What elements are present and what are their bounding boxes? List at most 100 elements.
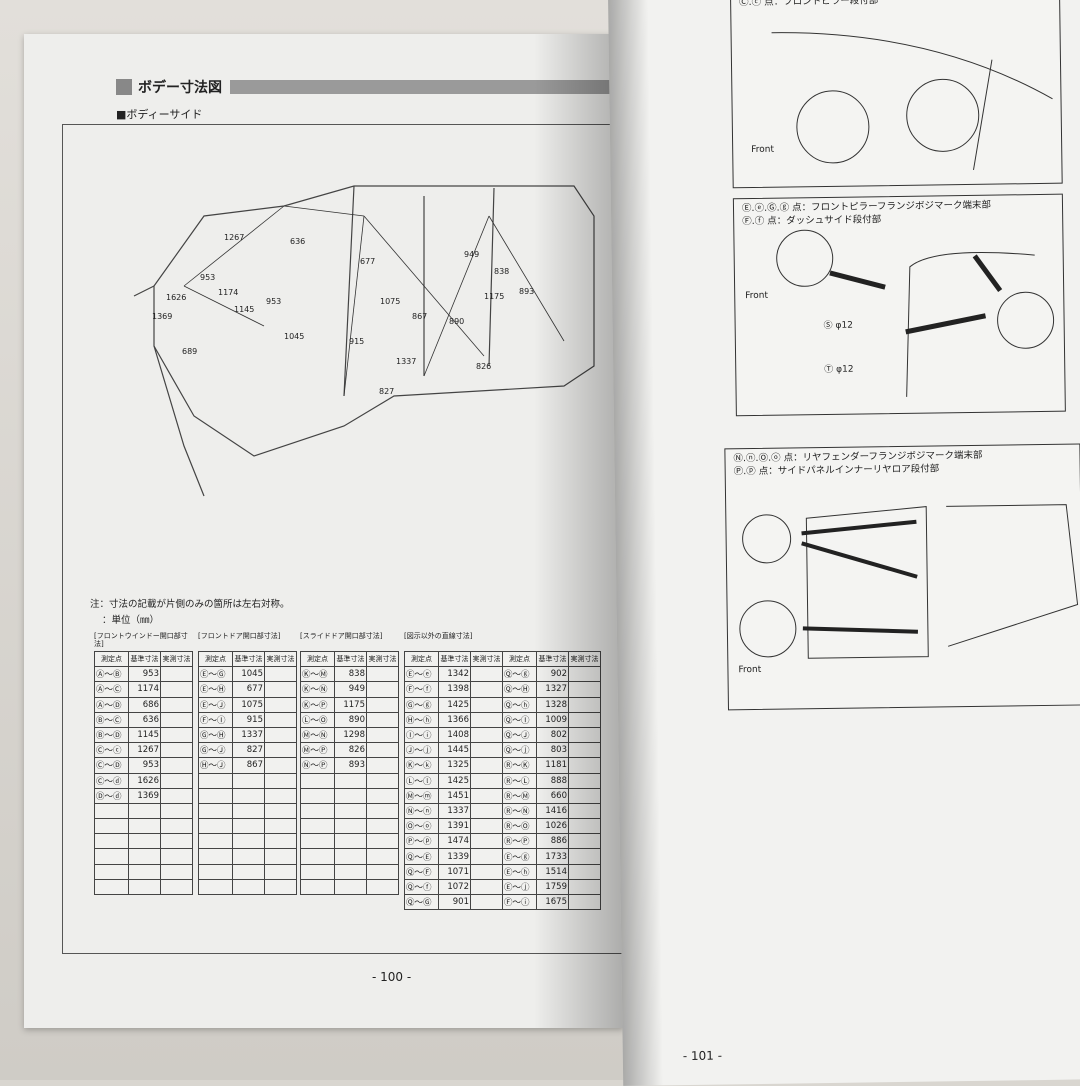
dimension-label: 1337 xyxy=(396,357,416,366)
measured-dimension-cell xyxy=(264,772,297,789)
column-header: 実測寸法 xyxy=(568,650,601,668)
measurement-point: Ⓔ～ⓙ xyxy=(502,878,537,896)
measurement-point: Ⓑ～Ⓓ xyxy=(94,726,129,744)
standard-dimension: 1391 xyxy=(438,818,471,835)
measurement-point: Ⓡ～Ⓞ xyxy=(502,818,537,835)
unit-note: ：単位（㎜） xyxy=(102,615,160,626)
standard-dimension: 827 xyxy=(232,742,265,759)
measured-dimension-cell xyxy=(366,848,399,865)
measurement-point: Ⓐ～Ⓒ xyxy=(94,681,129,698)
measurement-point: Ⓔ～Ⓖ xyxy=(198,666,233,683)
measured-dimension-cell xyxy=(470,696,503,713)
measurement-point: Ⓐ～Ⓓ xyxy=(94,696,129,713)
standard-dimension: 1342 xyxy=(438,666,471,683)
measurement-point: Ⓖ～ⓖ xyxy=(404,696,439,713)
measured-dimension-cell xyxy=(264,681,297,698)
table-row xyxy=(300,833,399,850)
standard-dimension: 1337 xyxy=(232,726,265,744)
page-title: ボデー寸法図 xyxy=(138,80,222,96)
standard-dimension: 1072 xyxy=(438,878,471,896)
subheading: ■ボディーサイド xyxy=(116,108,203,121)
measurement-point: Ⓕ～ⓘ xyxy=(502,893,537,911)
dimension-label: 1174 xyxy=(218,288,238,297)
dimension-label: 1175 xyxy=(484,292,504,301)
measured-dimension-cell xyxy=(300,787,335,804)
measured-dimension-cell xyxy=(366,802,399,820)
table-row xyxy=(198,833,297,850)
front-label: Front xyxy=(745,290,769,302)
standard-dimension: 1759 xyxy=(536,878,569,896)
inset-front-pillar-flange: Ⓔ.ⓔ.Ⓖ.ⓖ 点：フロントピラーフランジボジマーク端末部 Ⓕ.ⓕ 点：ダッシュ… xyxy=(732,193,1066,417)
standard-dimension: 1369 xyxy=(128,787,161,804)
measured-dimension-cell xyxy=(334,818,367,835)
standard-dimension: 826 xyxy=(334,742,367,759)
measured-dimension-cell xyxy=(568,878,601,896)
measured-dimension-cell xyxy=(232,863,265,880)
measurement-point: Ⓗ～ⓗ xyxy=(404,711,439,728)
column-header: 基準寸法 xyxy=(232,650,265,668)
column-header: 測定点 xyxy=(198,650,233,668)
table-row xyxy=(300,802,399,820)
measured-dimension-cell xyxy=(232,833,265,850)
standard-dimension: 1366 xyxy=(438,711,471,728)
standard-dimension: 1425 xyxy=(438,696,471,713)
page-number: - 101 - xyxy=(682,1048,723,1064)
symmetry-note: 注：寸法の記載が片側のみの箇所は左右対称。 xyxy=(90,599,290,610)
dimension-label: 677 xyxy=(360,257,375,266)
measured-dimension-cell xyxy=(160,818,193,835)
measurement-point: Ⓐ～Ⓑ xyxy=(94,666,129,683)
measured-dimension-cell xyxy=(366,787,399,804)
front-pillar-detail-drawing xyxy=(771,32,1053,170)
standard-dimension: 1733 xyxy=(536,848,569,865)
measured-dimension-cell xyxy=(568,802,601,820)
measured-dimension-cell xyxy=(94,833,129,850)
measurement-point: Ⓠ～Ⓖ xyxy=(404,893,439,911)
measured-dimension-cell xyxy=(300,772,335,789)
measured-dimension-cell xyxy=(160,696,193,713)
measurement-point: Ⓝ～Ⓟ xyxy=(300,757,335,774)
measurement-point: Ⓡ～Ⓛ xyxy=(502,772,537,789)
measured-dimension-cell xyxy=(366,726,399,744)
column-header: 実測寸法 xyxy=(470,650,503,668)
measured-dimension-cell xyxy=(264,878,297,896)
measured-dimension-cell xyxy=(264,696,297,713)
standard-dimension: 1298 xyxy=(334,726,367,744)
front-label: Front xyxy=(738,664,762,676)
measured-dimension-cell xyxy=(568,818,601,835)
measured-dimension-cell xyxy=(334,802,367,820)
measured-dimension-cell xyxy=(470,818,503,835)
column-header: 実測寸法 xyxy=(366,650,399,668)
measured-dimension-cell xyxy=(300,848,335,865)
standard-dimension: 1514 xyxy=(536,863,569,880)
standard-dimension: 1398 xyxy=(438,681,471,698)
measurement-point: Ⓘ～ⓘ xyxy=(404,726,439,744)
measured-dimension-cell xyxy=(334,863,367,880)
measured-dimension-cell xyxy=(160,863,193,880)
title-square-icon xyxy=(116,79,132,95)
table-row xyxy=(198,848,297,865)
measurement-point: Ⓠ～Ⓗ xyxy=(502,681,537,698)
standard-dimension: 1327 xyxy=(536,681,569,698)
table-row xyxy=(198,772,297,789)
measured-dimension-cell xyxy=(128,878,161,896)
measurement-point: Ⓗ～Ⓙ xyxy=(198,757,233,774)
front-pillar-flange-drawing xyxy=(776,229,1055,397)
measurement-point: Ⓚ～ⓚ xyxy=(404,757,439,774)
page-number: - 100 - xyxy=(372,970,412,984)
dimension-label: 689 xyxy=(182,347,197,356)
measured-dimension-cell xyxy=(334,772,367,789)
measured-dimension-cell xyxy=(232,772,265,789)
table-row xyxy=(94,833,193,850)
measured-dimension-cell xyxy=(568,757,601,774)
standard-dimension: 1175 xyxy=(334,696,367,713)
table-title: [フロントドア開口部寸法] xyxy=(198,632,281,640)
